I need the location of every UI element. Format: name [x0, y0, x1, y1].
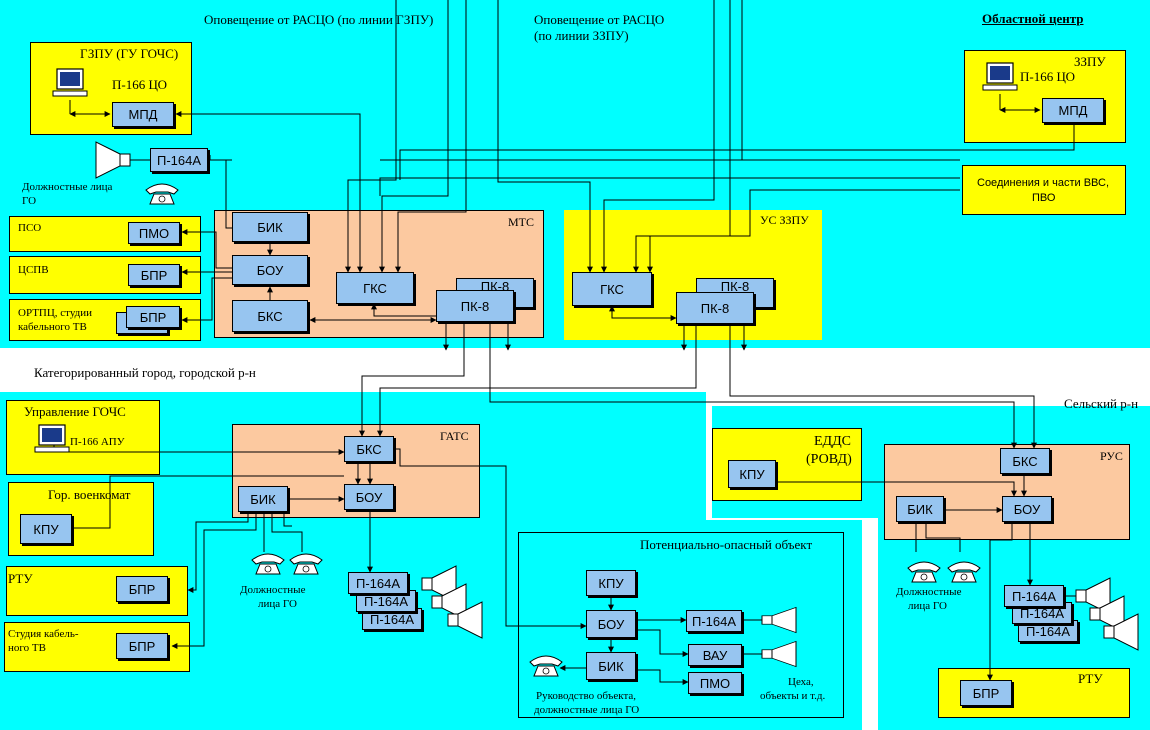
- vvs-label-2: ПВО: [1032, 192, 1056, 204]
- hazard-box: [518, 532, 844, 718]
- hazard-shops-label-1: Цеха,: [788, 676, 814, 688]
- rtu-rural-title: РТУ: [1078, 671, 1103, 686]
- zzpu-computer-icon: [982, 62, 1018, 91]
- notify-zzpu-caption-2: (по линии ЗЗПУ): [534, 28, 629, 43]
- hazard-phone-icon: [529, 655, 563, 677]
- cspv-bpr-box: БПР: [128, 264, 180, 286]
- hazard-shops-label-2: объекты и т.д.: [760, 690, 826, 702]
- zzpu-terminal-label: П-166 ЦО: [1020, 69, 1076, 84]
- mts-pk8-box: ПК-8: [436, 290, 514, 322]
- hazard-p164a-box: П-164А: [686, 610, 742, 632]
- hazard-mgmt-label-1: Руководство объекта,: [536, 690, 637, 702]
- gzpu-terminal-label: П-166 ЦО: [112, 77, 168, 92]
- notify-gzpu-caption: Оповещение от РАСЦО (по линии ГЗПУ): [204, 12, 434, 27]
- hazard-title: Потенциально-опасный объект: [640, 537, 813, 552]
- gzpu-computer-icon: [52, 68, 88, 97]
- rus-phone-icon-1: [907, 561, 941, 583]
- rus-bik-box: БИК: [896, 496, 944, 522]
- rus-p164a-back2: П-164А: [1018, 620, 1078, 642]
- hazard-kpu-box: КПУ: [586, 570, 636, 596]
- mts-gks-box: ГКС: [336, 272, 414, 304]
- hazard-speaker-icon-2: [761, 640, 797, 668]
- gats-bik-box: БИК: [238, 486, 288, 512]
- studio-bpr-box: БПР: [116, 633, 168, 659]
- notify-zzpu-caption-1: Оповещение от РАСЦО: [534, 12, 665, 27]
- studio-label-2: ного ТВ: [8, 642, 46, 654]
- rus-p164a-box: П-164А: [1004, 585, 1064, 607]
- top-phone-icon: [145, 183, 179, 205]
- rus-officials-label-2: лица ГО: [908, 600, 947, 612]
- gats-phone-icon-1: [251, 553, 285, 575]
- gats-p164a-box: П-164А: [348, 572, 408, 594]
- gats-bou-box: БОУ: [344, 484, 394, 510]
- mts-bks-box: БКС: [232, 300, 308, 332]
- gats-officials-label-2: лица ГО: [258, 598, 297, 610]
- hazard-bik-box: БИК: [586, 652, 636, 680]
- top-officials-label-2: ГО: [22, 195, 37, 207]
- gzpu-title: ГЗПУ (ГУ ГОЧС): [80, 46, 179, 61]
- mts-title: МТС: [508, 215, 535, 229]
- us-zzpu-gks-box: ГКС: [572, 272, 652, 306]
- city-caption: Категорированный город, городской р-н: [34, 365, 256, 380]
- zzpu-mpd-box: МПД: [1042, 98, 1104, 123]
- gats-bks-box: БКС: [344, 436, 394, 462]
- studio-label-1: Студия кабель-: [8, 628, 79, 640]
- gzpu-mpd-box: МПД: [112, 102, 174, 127]
- regional-center-caption: Областной центр: [982, 11, 1084, 26]
- rtu-city-bpr-box: БПР: [116, 576, 168, 602]
- us-zzpu-title: УС ЗЗПУ: [760, 213, 809, 227]
- edds-kpu-box: КПУ: [728, 460, 776, 488]
- hazard-bou-box: БОУ: [586, 610, 636, 638]
- gats-p164a-back2: П-164А: [362, 608, 422, 630]
- top-officials-label-1: Должностные лица: [22, 181, 113, 193]
- zzpu-title: ЗЗПУ: [1074, 54, 1106, 69]
- vvs-label-1: Соединения и части ВВС,: [977, 177, 1110, 189]
- gats-officials-label-1: Должностные: [240, 584, 306, 596]
- rus-bou-box: БОУ: [1002, 496, 1052, 522]
- gats-phone-icon-2: [289, 553, 323, 575]
- vvs-box: [962, 165, 1126, 215]
- ortpc-bpr-box: БПР: [126, 306, 180, 328]
- rus-phone-icon-2: [947, 561, 981, 583]
- hazard-mgmt-label-2: должностные лица ГО: [534, 704, 640, 716]
- gochs-box: [6, 400, 160, 475]
- gats-title: ГАТС: [440, 429, 469, 443]
- ortpc-label-2: кабельного ТВ: [18, 321, 87, 333]
- pso-label: ПСО: [18, 222, 42, 234]
- rural-caption: Сельский р-н: [1064, 396, 1139, 411]
- rtu-city-title: РТУ: [8, 571, 33, 586]
- hazard-speaker-icon-1: [761, 606, 797, 634]
- rtu-rural-bpr-box: БПР: [960, 680, 1012, 706]
- rus-title: РУС: [1100, 449, 1123, 463]
- us-zzpu-pk8-box: ПК-8: [676, 292, 754, 324]
- gochs-terminal-label: П-166 АПУ: [70, 436, 125, 448]
- gochs-title: Управление ГОЧС: [24, 404, 126, 419]
- rus-officials-label-1: Должностные: [896, 586, 962, 598]
- cspv-label: ЦСПВ: [18, 264, 49, 276]
- voenkomat-kpu-box: КПУ: [20, 514, 72, 544]
- top-speaker-icon: [95, 141, 131, 179]
- rus-bks-box: БКС: [1000, 448, 1050, 474]
- gochs-computer-icon: [34, 424, 70, 453]
- edds-label-1: ЕДДС: [814, 434, 851, 449]
- edds-label-2: (РОВД): [806, 452, 852, 467]
- ortpc-label-1: ОРТПЦ, студии: [18, 307, 93, 319]
- pso-pmo-box: ПМО: [128, 222, 180, 244]
